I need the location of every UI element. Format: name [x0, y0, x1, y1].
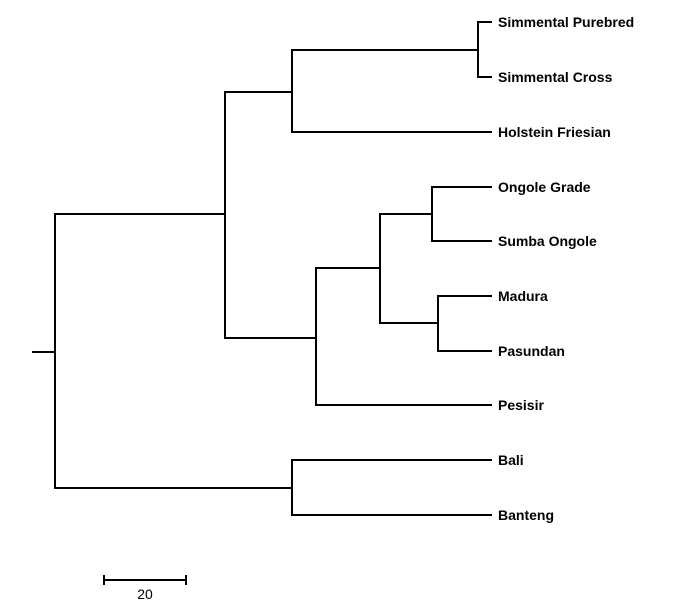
scale-bar-label: 20	[137, 586, 153, 602]
leaf-label-simmental-purebred: Simmental Purebred	[498, 14, 634, 30]
leaf-label-simmental-cross: Simmental Cross	[498, 69, 613, 85]
leaf-label-pasundan: Pasundan	[498, 343, 565, 359]
leaf-label-sumba-ongole: Sumba Ongole	[498, 233, 597, 249]
leaf-label-ongole-grade: Ongole Grade	[498, 179, 591, 195]
tree-branches	[32, 21, 492, 516]
leaf-labels: Simmental Purebred Simmental Cross Holst…	[498, 14, 634, 523]
leaf-label-bali: Bali	[498, 452, 524, 468]
leaf-label-pesisir: Pesisir	[498, 397, 544, 413]
scale-bar: 20	[103, 575, 187, 602]
leaf-label-madura: Madura	[498, 288, 548, 304]
leaf-label-banteng: Banteng	[498, 507, 554, 523]
leaf-label-holstein-friesian: Holstein Friesian	[498, 124, 611, 140]
